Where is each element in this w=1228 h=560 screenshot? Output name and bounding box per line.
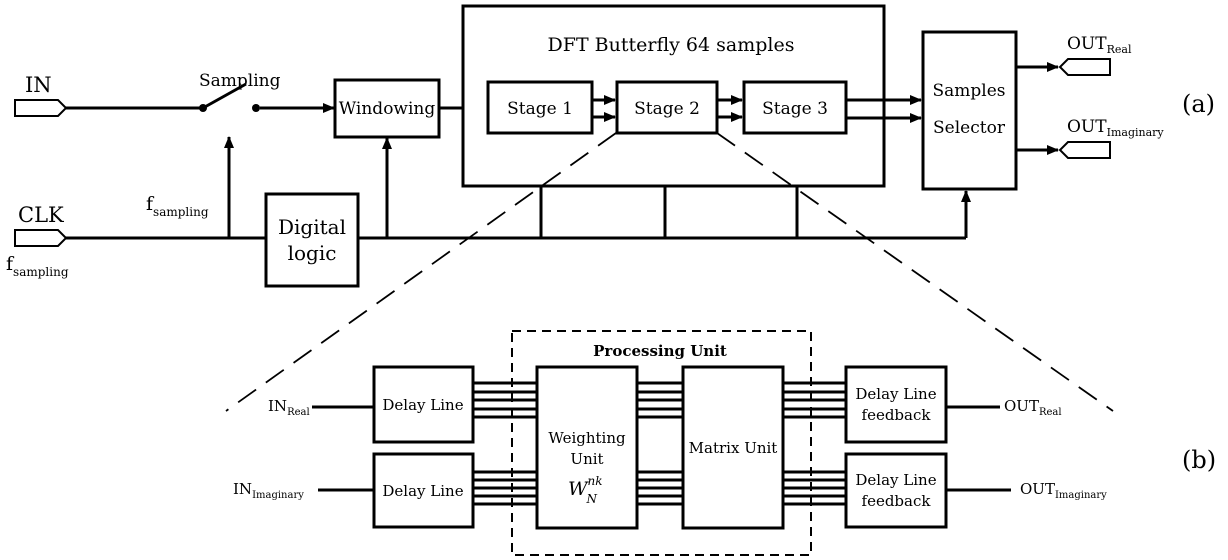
delay-line-imag-label: Delay Line [382, 482, 463, 500]
delay-feedback-imag-line2: feedback [862, 492, 932, 510]
delay-feedback-real-line1: Delay Line [855, 385, 936, 403]
delay-feedback-real-line2: feedback [862, 406, 932, 424]
stage3-label: Stage 3 [762, 99, 828, 119]
out-imag-port [1058, 141, 1111, 159]
stage3-box [742, 80, 848, 135]
digital-logic-line1: Digital [278, 215, 346, 239]
samples-selector-line1: Samples [932, 81, 1005, 101]
stage2-label: Stage 2 [634, 99, 700, 119]
clock-frequency-label: fsampling [6, 253, 69, 279]
digital-logic-line2: logic [288, 241, 337, 265]
samples-selector-line2: Selector [933, 118, 1006, 138]
processing-unit-label: Processing Unit [593, 342, 727, 360]
windowing-box [333, 78, 441, 139]
switch-label: Sampling [199, 71, 281, 91]
stage1-box [486, 80, 594, 135]
stage1-label: Stage 1 [507, 99, 573, 119]
tag-a: (a) [1182, 90, 1215, 118]
delay-feedback-real-box [844, 365, 948, 444]
switch-contact [252, 104, 260, 112]
samples-selector-box [921, 30, 1018, 191]
delay-line-imag-box [372, 452, 475, 529]
tag-b: (b) [1182, 446, 1216, 474]
stage2-box [615, 80, 719, 135]
zoom-line-left [225, 132, 617, 412]
out-real-label: OUTReal [1004, 397, 1062, 418]
digital-logic-box [264, 192, 360, 288]
matrix-unit-box [681, 365, 785, 530]
dft-butterfly-title: DFT Butterfly 64 samples [548, 34, 795, 56]
weighting-to-matrix-bus [637, 381, 683, 506]
switch-blade [202, 82, 247, 110]
clk-port [14, 229, 68, 247]
sampling-frequency-label: fsampling [146, 193, 209, 219]
top-out-real-label: OUTReal [1067, 34, 1132, 56]
top-out-imag-label: OUTImaginary [1067, 117, 1164, 139]
delay-line-real-label: Delay Line [382, 396, 463, 414]
processing-unit-boundary [511, 330, 812, 556]
delay-feedback-imag-box [844, 452, 948, 529]
matrix-to-feedback-bus [783, 381, 846, 506]
delay-line-real-box [372, 365, 475, 444]
windowing-label: Windowing [339, 99, 436, 119]
out-real-port [1058, 58, 1111, 76]
weighting-unit-box [535, 365, 639, 530]
in-port [14, 99, 68, 117]
delay-feedback-imag-line1: Delay Line [855, 471, 936, 489]
delay-to-weighting-bus [473, 381, 537, 506]
out-imag-label: OUTImaginary [1020, 480, 1107, 501]
zoom-line-right [716, 132, 1114, 412]
weighting-unit-line2: Unit [570, 450, 603, 468]
in-label: IN [25, 73, 52, 97]
clk-label: CLK [18, 203, 64, 227]
in-real-label: INReal [268, 397, 310, 418]
weighting-unit-line1: Weighting [548, 429, 626, 447]
matrix-unit-label: Matrix Unit [689, 439, 778, 457]
in-imag-label: INImaginary [233, 480, 304, 501]
